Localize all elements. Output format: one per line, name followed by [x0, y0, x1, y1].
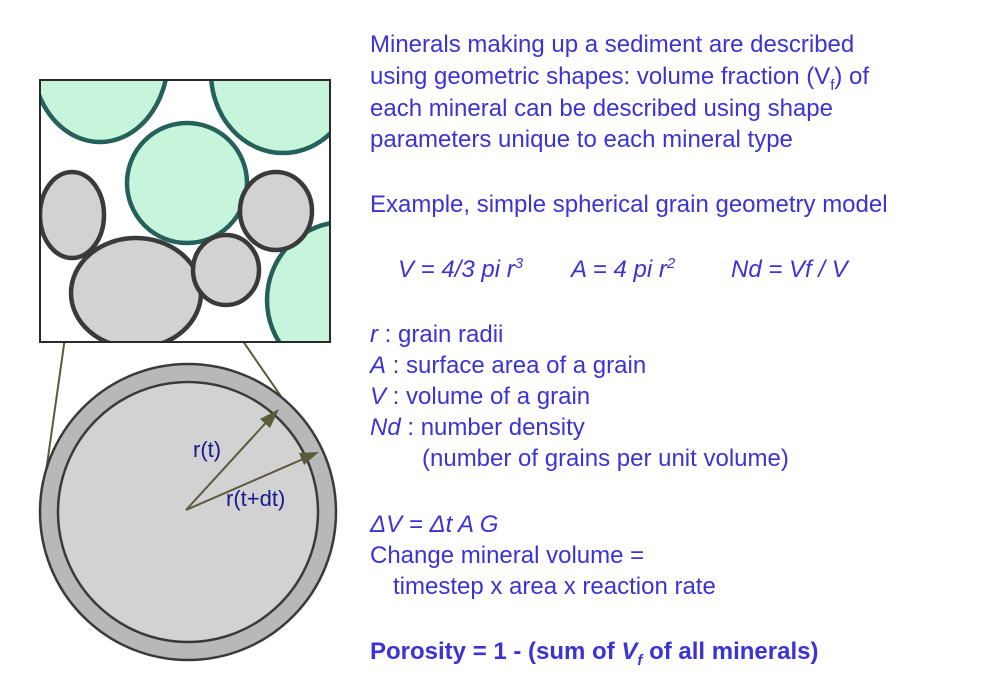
formula-volume: V = 4/3 pi r3: [398, 255, 524, 283]
grain-inner-core: [56, 380, 320, 644]
sediment-box-border: [39, 79, 331, 343]
green-grain-bottom-right: [264, 221, 330, 342]
green-grain-top-right: [209, 80, 330, 156]
grain-diagram: r(t) r(t+dt): [38, 79, 338, 662]
intro-line-2: using geometric shapes: volume fraction …: [370, 63, 870, 94]
label-rtdt: r(t+dt): [226, 486, 285, 511]
change-equation: ΔV = Δt A G: [370, 511, 499, 538]
definition-v: V : volume of a grain: [370, 383, 591, 410]
gray-grain-right: [237, 169, 315, 253]
definition-note: (number of grains per unit volume): [422, 445, 789, 472]
change-line-1: Change mineral volume =: [370, 542, 645, 569]
definition-nd: Nd : number density: [370, 414, 585, 441]
intro-line-1: Minerals making up a sediment are descri…: [370, 31, 855, 58]
gray-grain-large: [68, 235, 204, 342]
formula-number-density: Nd = Vf / V: [731, 256, 848, 283]
gray-grain-left: [40, 169, 107, 261]
green-grain-center: [124, 120, 250, 246]
example-heading: Example, simple spherical grain geometry…: [370, 191, 888, 218]
intro-line-3: each mineral can be described using shap…: [370, 95, 833, 122]
label-rt: r(t): [193, 437, 221, 462]
definition-r: r : grain radii: [370, 321, 504, 348]
gray-grain-small: [190, 232, 262, 308]
porosity-formula: Porosity = 1 - (sum of Vf of all mineral…: [370, 638, 819, 669]
definition-a: A : surface area of a grain: [370, 352, 647, 379]
sediment-box: [40, 80, 330, 342]
change-line-2: timestep x area x reaction rate: [393, 573, 716, 600]
radius-arrow-rtdt: [185, 452, 319, 511]
radius-arrow-rt: [185, 409, 279, 511]
formula-area: A = 4 pi r2: [571, 255, 676, 283]
green-grain-top-left: [40, 80, 168, 145]
intro-line-4: parameters unique to each mineral type: [370, 126, 793, 153]
